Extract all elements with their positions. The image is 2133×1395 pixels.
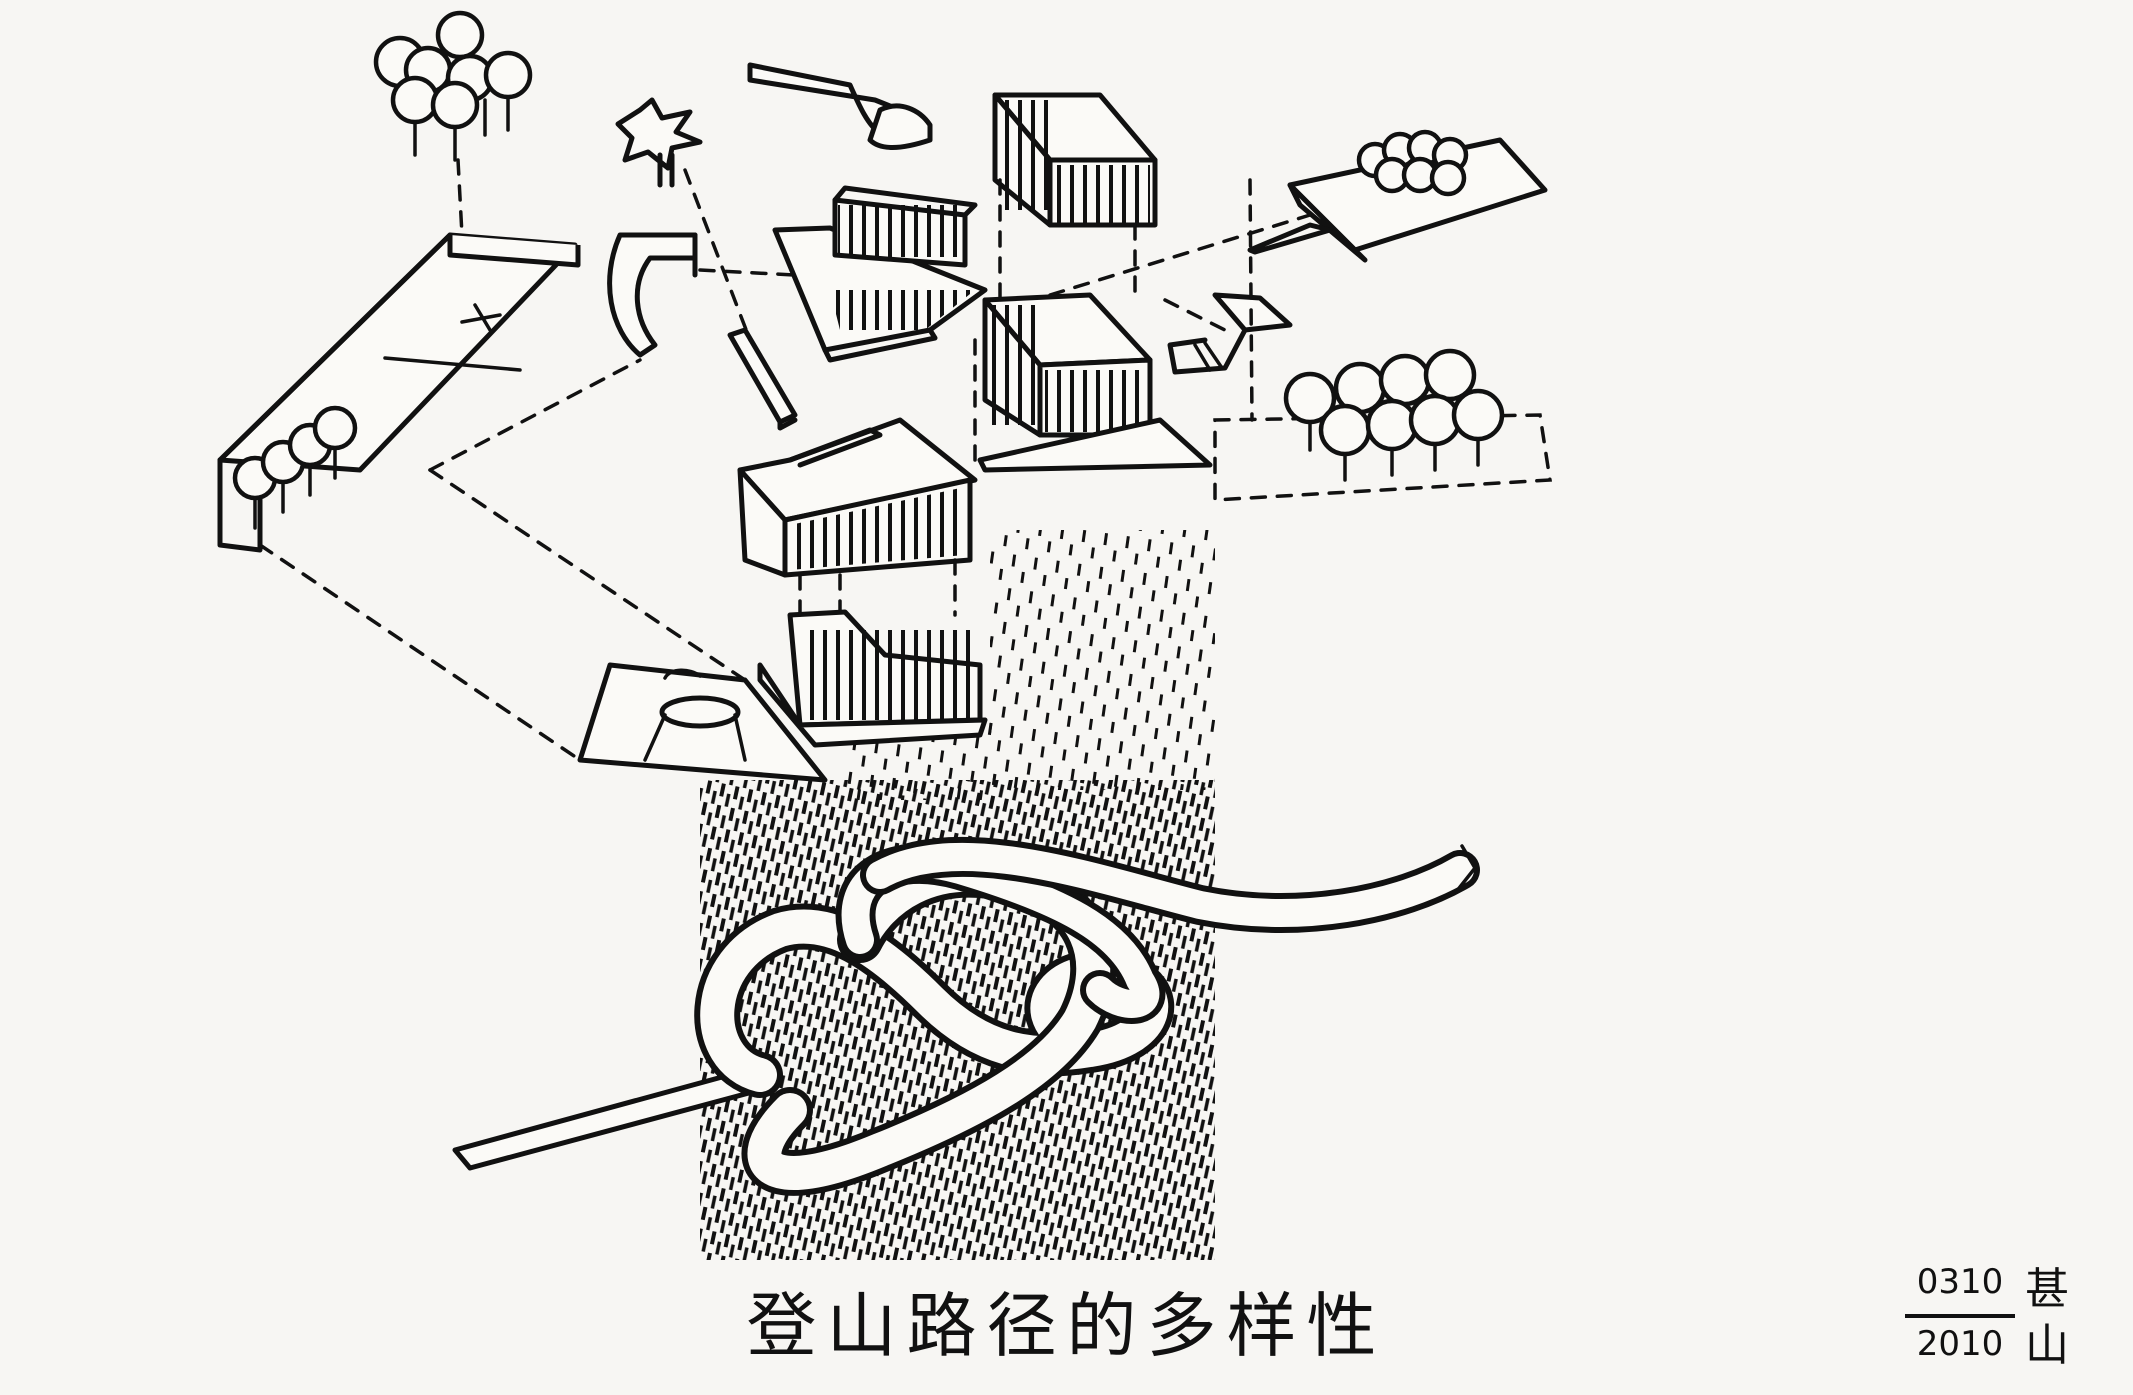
block-on-slab — [977, 292, 1213, 473]
artist-signature: 0310 2010 甚山 — [1905, 1262, 2105, 1382]
stair-landing — [1167, 292, 1293, 375]
walled-courtyard — [217, 232, 581, 553]
curved-platform — [747, 62, 933, 150]
tree-cluster-top — [373, 10, 533, 162]
winding-mountain-path — [452, 837, 1480, 1196]
stepped-building-lower — [757, 609, 988, 748]
signature-divider — [1905, 1314, 2015, 1318]
connector-lines — [258, 158, 1312, 762]
star-sculpture — [615, 97, 703, 188]
tree-grove-right — [1213, 348, 1553, 502]
caption-title: 登山路径的多样性 — [746, 1285, 1387, 1367]
sunken-plaza — [577, 662, 828, 783]
curved-wall — [607, 232, 698, 358]
stepped-building-middle — [737, 417, 978, 578]
signature-date-top: 0310 — [1916, 1262, 2004, 1302]
stepped-building-upper — [772, 185, 988, 363]
ramp-platform — [1247, 129, 1548, 263]
signature-date-bottom: 2010 — [1916, 1324, 2004, 1364]
signature-name: 甚山 — [2025, 1264, 2069, 1371]
tall-block — [992, 92, 1158, 228]
slender-block — [727, 327, 798, 431]
